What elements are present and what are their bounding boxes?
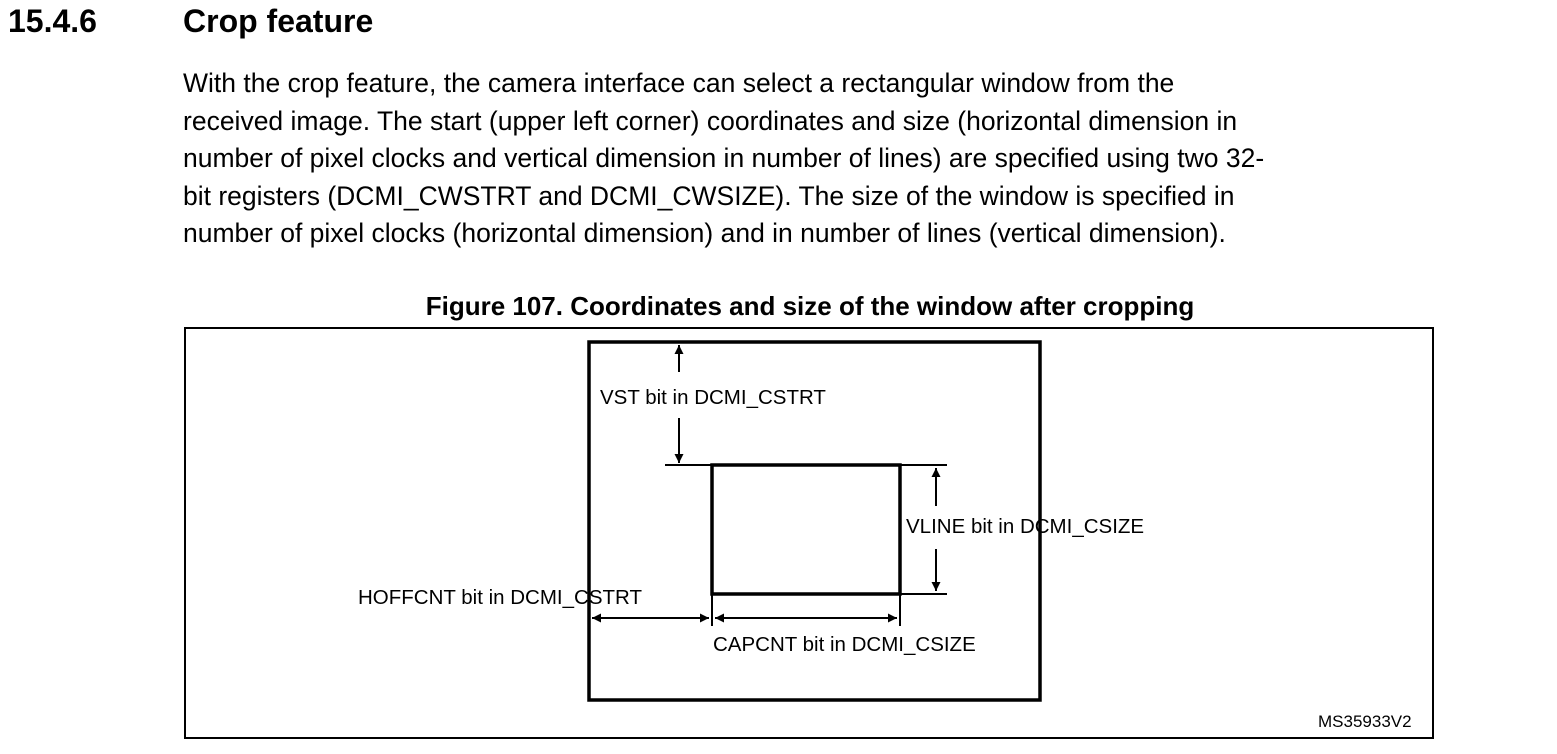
capcnt-label: CAPCNT bit in DCMI_CSIZE [713,633,976,656]
body-paragraph: With the crop feature, the camera interf… [183,65,1483,253]
figure-caption: Figure 107. Coordinates and size of the … [425,291,1195,321]
paragraph-line: bit registers (DCMI_CWSTRT and DCMI_CWSI… [183,180,1235,211]
paragraph-line: number of pixel clocks and vertical dime… [183,143,1265,173]
figure-id: MS35933V2 [1318,712,1412,731]
vst-label: VST bit in DCMI_CSTRT [600,386,826,409]
vline-label: VLINE bit in DCMI_CSIZE [906,515,1145,538]
section-number: 15.4.6 [8,3,97,39]
crop-window-rect [710,463,902,596]
paragraph-line: With the crop feature, the camera interf… [183,68,1175,98]
figure-frame [184,327,1434,739]
paragraph-line: received image. The start (upper left co… [183,105,1238,136]
hoffcnt-label: HOFFCNT bit in DCMI_CSTRT [358,586,642,609]
received-image-rect [587,340,1042,702]
paragraph-line: number of pixel clocks (horizontal dimen… [183,218,1226,248]
section-title: Crop feature [183,3,374,39]
